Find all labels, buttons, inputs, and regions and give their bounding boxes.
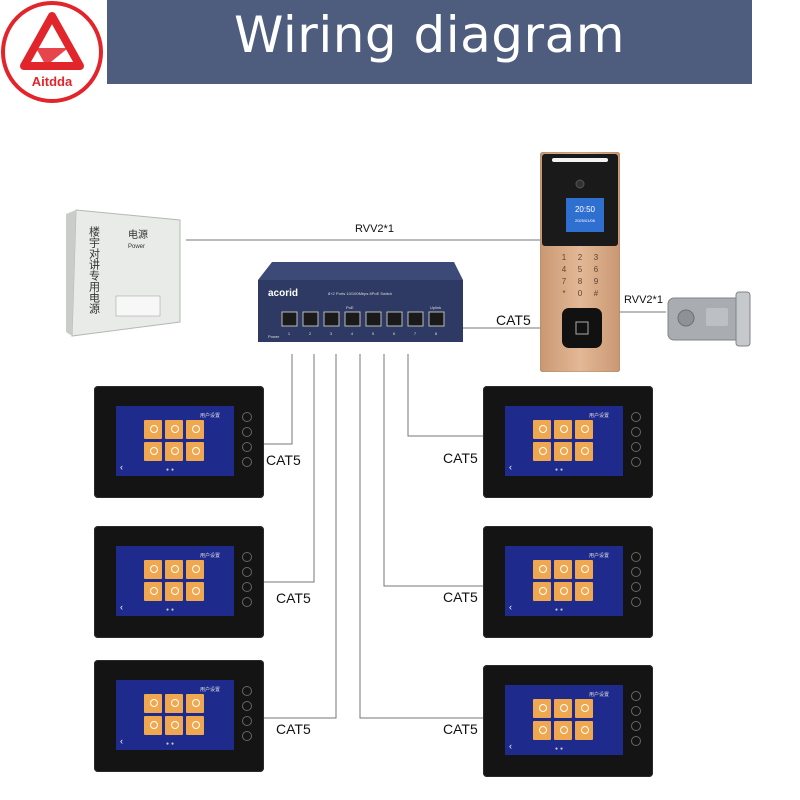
door-station: 20:50 2025/01/06 1 2 3 4 5 6 7 8 9 * 0 # (540, 152, 620, 372)
keypad-key: 6 (594, 265, 599, 274)
screen-title: 用户设置 (588, 692, 609, 698)
switch-port (302, 311, 319, 327)
switch-port-number: 2 (309, 331, 312, 336)
cat5-label-m2: CAT5 (276, 590, 311, 606)
back-icon: ‹ (120, 736, 123, 746)
psu-label-en: Power (128, 244, 145, 250)
wire-m6 (359, 354, 483, 719)
keypad-key: 8 (578, 277, 583, 286)
back-icon: ‹ (120, 462, 123, 472)
cat5-label-m5: CAT5 (443, 589, 478, 605)
brand-name: Aitdda (32, 74, 73, 89)
rvv-label-psu: RVV2*1 (355, 223, 394, 235)
keypad-key: 7 (562, 277, 567, 286)
cat5-label-m6: CAT5 (443, 721, 478, 737)
monitor-buttons (242, 686, 252, 741)
switch-port (386, 311, 403, 327)
switch-brand: acorid (268, 288, 298, 299)
title-banner: Wiring diagram (107, 0, 752, 84)
monitor-buttons (631, 412, 641, 467)
switch-port-number: 6 (393, 331, 396, 336)
keypad-key: * (562, 289, 565, 298)
panel-time: 20:50 (575, 205, 596, 214)
psu-label-cn: 电源 (128, 228, 148, 241)
switch-port (428, 311, 445, 327)
screen-title: 用户设置 (199, 413, 220, 419)
switch-port-number: 5 (372, 331, 375, 336)
keypad-key: 3 (594, 253, 599, 262)
rvv-label-lock: RVV2*1 (624, 294, 663, 306)
keypad-key: 9 (594, 277, 599, 286)
switch-ports: 1 2 3 4 5 6 7 8 (281, 311, 445, 336)
switch-uplink-label: Uplink (430, 305, 441, 310)
back-icon: ‹ (509, 741, 512, 751)
switch-port-number: 7 (414, 331, 417, 336)
monitor-screen: 用户设置 ‹ ●● (116, 406, 234, 476)
monitor-buttons (631, 552, 641, 607)
keypad-key: 2 (578, 253, 583, 262)
electric-lock (667, 291, 751, 347)
back-icon: ‹ (120, 602, 123, 612)
switch-port-number: 8 (435, 331, 438, 336)
wire-m1 (264, 354, 293, 445)
keypad-key: # (594, 289, 599, 298)
screen-title: 用户设置 (588, 413, 609, 419)
screen-title: 用户设置 (588, 553, 609, 559)
keypad-key: 0 (578, 289, 583, 298)
monitor-screen: 用户设置 ‹ ●● (505, 406, 623, 476)
indoor-monitor-1: 用户设置 ‹ ●● (94, 386, 264, 498)
cat5-label-m1: CAT5 (266, 452, 301, 468)
keypad-key: 4 (562, 265, 567, 274)
indoor-monitor-3: 用户设置 ‹ ●● (94, 660, 264, 772)
aitdda-logo: Aitdda (1, 1, 103, 103)
indoor-monitor-6: 用户设置 ‹ ●● (483, 665, 653, 777)
poe-switch: acorid 8+2 Ports 10/100Mbps 8PoE Switch … (258, 262, 463, 342)
back-icon: ‹ (509, 602, 512, 612)
screen-title: 用户设置 (199, 553, 220, 559)
monitor-buttons (242, 412, 252, 467)
switch-power-label: Power (268, 334, 280, 339)
switch-port-number: 1 (288, 331, 291, 336)
keypad-key: 5 (578, 265, 583, 274)
keypad-key: 1 (562, 253, 567, 262)
cat5-label-switch: CAT5 (496, 312, 531, 328)
monitor-buttons (631, 691, 641, 746)
keypad: 1 2 3 4 5 6 7 8 9 * 0 # (562, 253, 599, 298)
indoor-monitor-2: 用户设置 ‹ ●● (94, 526, 264, 638)
psu-side-text: 楼宇对讲专用电源 (88, 225, 101, 315)
wire-m2 (264, 354, 315, 583)
wire-m3 (264, 354, 337, 719)
back-icon: ‹ (509, 462, 512, 472)
indoor-monitor-4: 用户设置 ‹ ●● (483, 386, 653, 498)
switch-port (407, 311, 424, 327)
switch-poe-label: PoE (346, 305, 354, 310)
monitor-screen: 用户设置 ‹ ●● (505, 546, 623, 616)
monitor-buttons (242, 552, 252, 607)
switch-port-number: 4 (351, 331, 354, 336)
cat5-label-m3: CAT5 (276, 721, 311, 737)
switch-port-number: 3 (330, 331, 333, 336)
switch-port (344, 311, 361, 327)
screen-title: 用户设置 (199, 687, 220, 693)
power-supply: 电源 Power 楼宇对讲专用电源 (66, 209, 181, 337)
page-title: Wiring diagram (234, 6, 625, 64)
switch-model: 8+2 Ports 10/100Mbps 8PoE Switch (328, 291, 392, 296)
cat5-label-m4: CAT5 (443, 450, 478, 466)
indoor-monitor-5: 用户设置 ‹ ●● (483, 526, 653, 638)
wire-m5 (383, 354, 483, 587)
panel-date: 2025/01/06 (575, 218, 596, 223)
switch-port (323, 311, 340, 327)
monitor-screen: 用户设置 ‹ ●● (116, 680, 234, 750)
switch-port (281, 311, 298, 327)
monitor-screen: 用户设置 ‹ ●● (116, 546, 234, 616)
wire-m4 (407, 354, 483, 437)
monitor-screen: 用户设置 ‹ ●● (505, 685, 623, 755)
switch-port (365, 311, 382, 327)
